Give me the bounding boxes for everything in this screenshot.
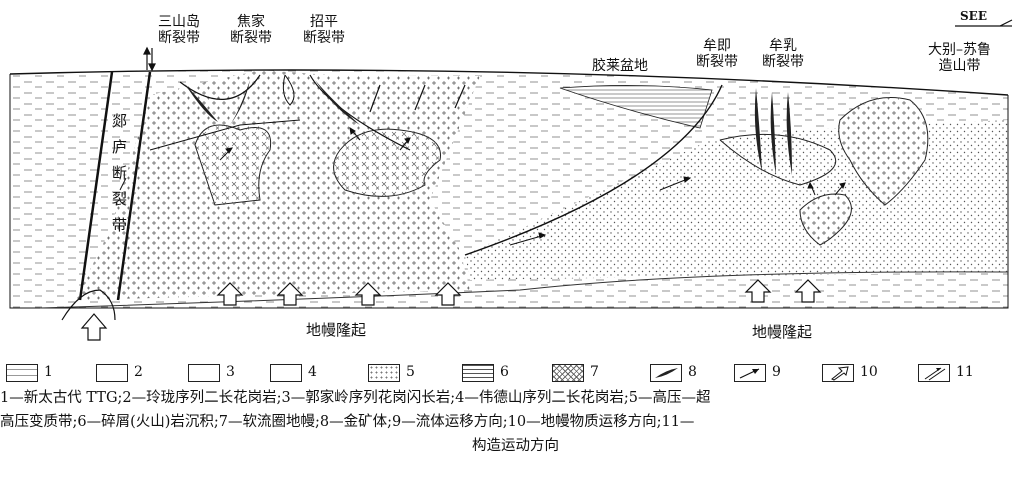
legend-swatch-ttg <box>6 364 38 382</box>
label-muji: 牟即断裂带 <box>696 38 738 70</box>
muji-fault <box>464 84 723 256</box>
mantle-arrow-1 <box>216 282 244 306</box>
geologic-cross-section <box>9 19 1013 341</box>
fault-motion-symbol <box>143 46 156 72</box>
label-direction: SEE <box>960 9 987 23</box>
muru-ore-3 <box>786 92 792 175</box>
label-tanlu: 郯 庐 断 裂 带 <box>112 112 128 234</box>
legend-swatch-ore <box>650 364 682 382</box>
hollow-arrow-icon <box>831 366 849 381</box>
legend-swatch-guojialing <box>188 364 220 382</box>
ore-lens-icon <box>655 368 678 378</box>
legend-swatch-hp-uhp <box>368 364 400 382</box>
legend-swatch-weideshan <box>270 364 302 382</box>
tanlu-fault-east <box>116 71 152 301</box>
legend: 1 2 3 4 5 6 7 8 9 10 <box>0 362 1031 386</box>
direction-arrow <box>955 19 1013 27</box>
surface-line <box>9 69 1009 96</box>
mantle-arrow-3 <box>354 282 382 306</box>
mantle-arrow-6 <box>794 279 822 303</box>
caption-line-1: 1—新太古代 TTG;2—玲珑序列二长花岗岩;3—郭家岭序列花岗闪长岩;4—伟德… <box>0 390 711 406</box>
label-jiaolai-basin: 胶莱盆地 <box>592 58 648 74</box>
caption-line-2: 高压变质带;6—碎屑(火山)岩沉积;7—软流圈地幔;8—金矿体;9—流体运移方向… <box>0 414 695 430</box>
legend-swatch-fluid <box>734 364 766 382</box>
mantle-arrow-2 <box>276 282 304 306</box>
label-mantle-uplift-left: 地幔隆起 <box>306 321 367 339</box>
mantle-arrow-5 <box>744 279 772 303</box>
legend-swatch-linglong <box>96 364 128 382</box>
jiaojia-upper-fault <box>282 74 295 106</box>
mantle-arrow-4 <box>434 282 462 306</box>
muru-ore-2 <box>770 92 776 175</box>
muru-ore-1 <box>754 88 762 172</box>
mantle-arrow-7 <box>80 313 108 341</box>
label-dabie-sulu: 大别–苏鲁造山带 <box>928 42 991 74</box>
jiaojia-fault <box>179 74 261 100</box>
caption-line-3: 构造运动方向 <box>472 438 559 454</box>
legend-swatch-sediment <box>462 364 494 382</box>
arrow-icon <box>739 368 760 379</box>
label-zhaoping: 招平断裂带 <box>303 14 345 46</box>
label-sanshandao: 三山岛断裂带 <box>158 14 200 46</box>
legend-swatch-mantle <box>822 364 854 382</box>
fault-motion-icon <box>924 367 946 381</box>
tanlu-fault-west <box>78 71 114 301</box>
label-jiaojia: 焦家断裂带 <box>230 14 272 46</box>
mantle-arrows <box>80 279 822 341</box>
fluid-arrows <box>219 127 846 246</box>
ore-lens-1 <box>185 84 218 122</box>
label-muru: 牟乳断裂带 <box>762 38 804 70</box>
moho-line <box>39 271 1009 309</box>
legend-swatch-asthenosphere <box>552 364 584 382</box>
label-mantle-uplift-right: 地幔隆起 <box>752 323 813 341</box>
legend-swatch-tectonic <box>918 364 950 382</box>
